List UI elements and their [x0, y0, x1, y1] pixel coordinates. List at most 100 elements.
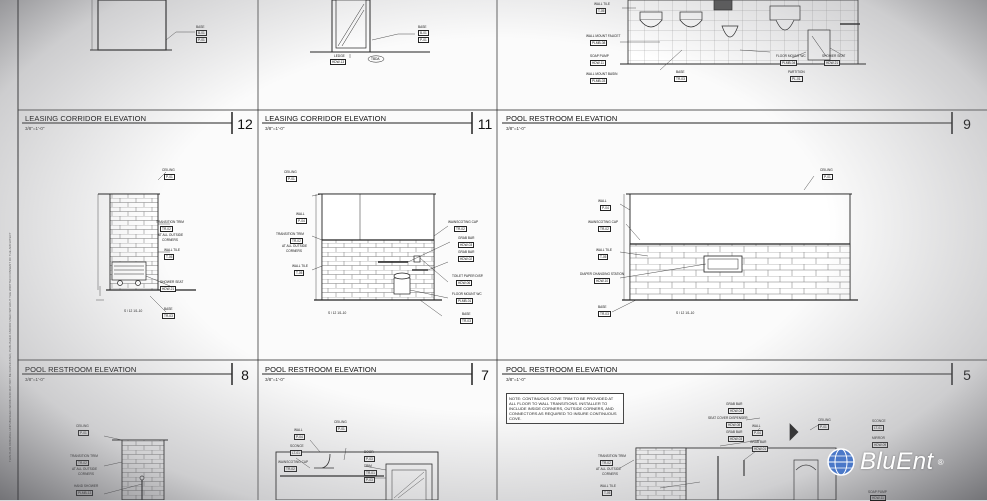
p11-wall-tile-tag: T-05	[294, 270, 305, 276]
p12-base-tag: TR-03	[162, 313, 175, 319]
p7-door: DOOR	[364, 450, 374, 454]
p7-ceiling-tag: P-01	[336, 426, 347, 432]
p9-wall-tile: WALL TILE	[596, 248, 613, 252]
p11-toilet-tag: HDW-06	[456, 280, 473, 286]
p5-trim-tag: TR-02	[600, 460, 613, 466]
callout-ledge: LEDGE	[334, 54, 345, 58]
p12-shower-seat: SHOWER SEAT	[160, 280, 184, 284]
p5-wall-tile: WALL TILE	[600, 484, 617, 488]
ledge-circle-label: TBDA	[371, 57, 380, 61]
callout-shower-seat-top: SHOWER SEAT	[822, 54, 846, 58]
p11-ceiling-tag: P-01	[286, 176, 297, 182]
tag-soap-top: HDW-11	[590, 60, 606, 66]
p7-door-tag: P-03	[364, 456, 375, 462]
p11-floor-wc: FLOOR MOUNT WC	[452, 292, 482, 296]
callout-base-c: BASE	[676, 70, 685, 74]
p12-trim: TRANSITION TRIM	[156, 220, 184, 224]
detail-number-12: 12	[237, 116, 253, 132]
p5-grab-bar-tag: HDW-04	[728, 408, 745, 414]
tag-base-b-1: B-01	[418, 30, 429, 36]
title-pool-restroom-9: POOL RESTROOM ELEVATION	[506, 114, 618, 123]
p5-grab2: GRAB BAR	[726, 430, 743, 434]
title-leasing-corridor-11: LEASING CORRIDOR ELEVATION	[265, 114, 387, 123]
panel-11-linework	[311, 193, 451, 317]
p11-wainscot-tag: TR-02	[454, 226, 467, 232]
p8-ceiling-tag: P-01	[78, 430, 89, 436]
tag-partition: PL-01	[790, 76, 803, 82]
p11-wall-tile: WALL TILE	[292, 264, 309, 268]
p11-wainscot: WAINSCOTING CAP	[448, 220, 479, 224]
scale-8: 3/8"=1'-0"	[25, 377, 45, 382]
panel-12-linework	[96, 171, 196, 313]
p5-sconce-tag: LT-01	[872, 425, 884, 431]
p12-trim-tag: TR-02	[160, 226, 173, 232]
callout-partition: PARTITION	[788, 70, 805, 74]
p12-shower-seat-tag: HDW-21	[160, 286, 177, 292]
p11-grab2: GRAB BAR	[458, 250, 475, 254]
p11-wall-tag: P-04	[296, 218, 307, 224]
p9-ceiling-tag: P-01	[822, 174, 833, 180]
p5-trim-note1: AT ALL OUTSIDE	[596, 467, 622, 471]
p9-dim: S / 12 1/1-10	[676, 311, 695, 315]
p7-sconce: SCONCE	[290, 444, 304, 448]
scale-7: 3/8"=1'-0"	[265, 377, 285, 382]
tag-base-a-1: B-01	[196, 30, 207, 36]
detail-number-8: 8	[241, 367, 249, 383]
p11-grab1: GRAB BAR	[458, 236, 475, 240]
p11-dim: S / 12 1/1-10	[328, 311, 347, 315]
p5-seat-cover: SEAT COVER DISPENSER	[708, 416, 748, 420]
p7-wall-tag: P-04	[294, 434, 305, 440]
p5-sconce: SCONCE	[872, 419, 886, 423]
p8-hand-shower: HAND SHOWER	[74, 484, 99, 488]
tag-faucet: PLMB-08	[590, 40, 608, 46]
p9-wall: WALL	[598, 199, 607, 203]
p9-wainscot-tag: TR-02	[598, 226, 611, 232]
p9-wall-tag: P-04	[600, 205, 611, 211]
logo-wordmark: BluEnt	[860, 448, 934, 475]
tag-wall-tile-top: T-05	[596, 8, 607, 14]
p7-sconce-tag: LT-01	[290, 450, 302, 456]
p5-trim-note2: CORNERS	[602, 472, 618, 476]
p8-trim-tag: TR-02	[76, 460, 89, 466]
p8-trim: TRANSITION TRIM	[70, 454, 98, 458]
p11-trim: TRANSITION TRIM	[276, 232, 304, 236]
p9-diaper: DIAPER CHANGING STATION	[580, 272, 625, 276]
p5-grab3: GRAB BAR	[750, 440, 767, 444]
p12-dim: S / 12 1/1-10	[124, 309, 143, 313]
p7-wainscot-tag: TR-02	[284, 466, 297, 472]
p5-grab-bar: GRAB BAR	[726, 402, 743, 406]
p8-trim-note1: AT ALL OUTSIDE	[72, 467, 98, 471]
tag-shower-seat-top: HDW-21	[824, 60, 841, 66]
p5-soap-tag: HDW-11	[870, 495, 886, 501]
detail-number-7: 7	[481, 367, 489, 383]
p5-grab3-tag: HDW-01	[752, 446, 769, 452]
p9-base: BASE	[598, 305, 607, 309]
callout-wall-tile-top: WALL TILE	[594, 2, 611, 6]
p9-diaper-tag: HDW-10	[594, 278, 611, 284]
panel-9-linework	[611, 175, 858, 313]
p12-wall-tile: WALL TILE	[164, 248, 181, 252]
p9-wall-tile-tag: T-05	[598, 254, 609, 260]
tag-basin: PLMB-03	[590, 78, 608, 84]
detail-number-9: 9	[963, 116, 971, 132]
tag-base-a-2: P-01	[196, 37, 207, 43]
p11-toilet: TOILET PAPER DISP.	[452, 274, 484, 278]
tag-ledge: HDW-13	[330, 59, 347, 65]
p5-wall: WALL	[752, 424, 761, 428]
p11-grab1-tag: HDW-03	[458, 242, 475, 248]
p9-wainscot: WAINSCOTING CAP	[588, 220, 619, 224]
p5-ceiling-tag: P-01	[818, 424, 829, 430]
p12-ceiling: CEILING	[162, 168, 175, 172]
p8-hand-shower-tag: PLMB-13	[76, 490, 94, 496]
p7-wall: WALL	[294, 428, 303, 432]
tag-floor-wc-top: PLMB-04	[780, 60, 798, 66]
p12-base: BASE	[164, 307, 173, 311]
p7-trim: TRIM	[364, 464, 372, 468]
p8-ceiling: CEILING	[76, 424, 89, 428]
panel-7-linework	[275, 439, 439, 500]
p11-trim-note1: AT ALL OUTSIDE	[282, 244, 308, 248]
p5-trim: TRANSITION TRIM	[598, 454, 626, 458]
scale-9: 3/8"=1'-0"	[506, 126, 526, 131]
p12-ceiling-tag: P-01	[164, 174, 175, 180]
